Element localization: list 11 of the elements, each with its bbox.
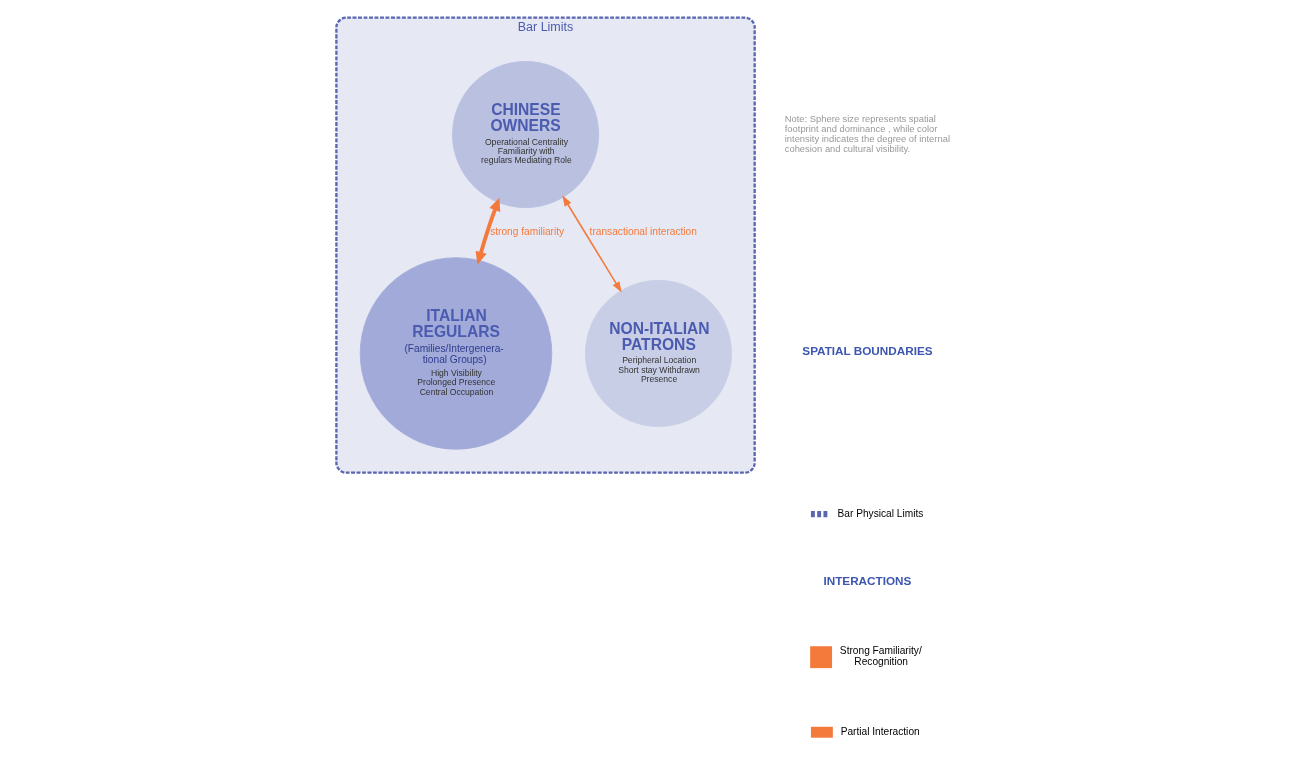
arrow bbox=[475, 197, 501, 265]
label: Note: Sphere size represents spatial footprint and dominance , while color intensity indicates the degree of internal cohesion and cultural visibility. bbox=[784, 113, 950, 155]
label: SPATIAL BOUNDARIES bbox=[802, 344, 933, 358]
legend-label: Strong Familiarity/ Recognition bbox=[839, 645, 922, 668]
legend-label: Bar Physical Limits bbox=[837, 507, 924, 519]
legend-label: Partial Interaction bbox=[840, 725, 920, 737]
label: INTERACTIONS bbox=[823, 573, 912, 587]
arrow bbox=[562, 195, 622, 293]
node-circle: ITALIAN REGULARS (Families/Intergenera- tional Groups) High Visibility Prolonged Presence Central Occupation bbox=[359, 257, 553, 450]
edge-label: strong familiarity bbox=[490, 226, 565, 238]
edge-label: transactional interaction bbox=[589, 226, 697, 238]
